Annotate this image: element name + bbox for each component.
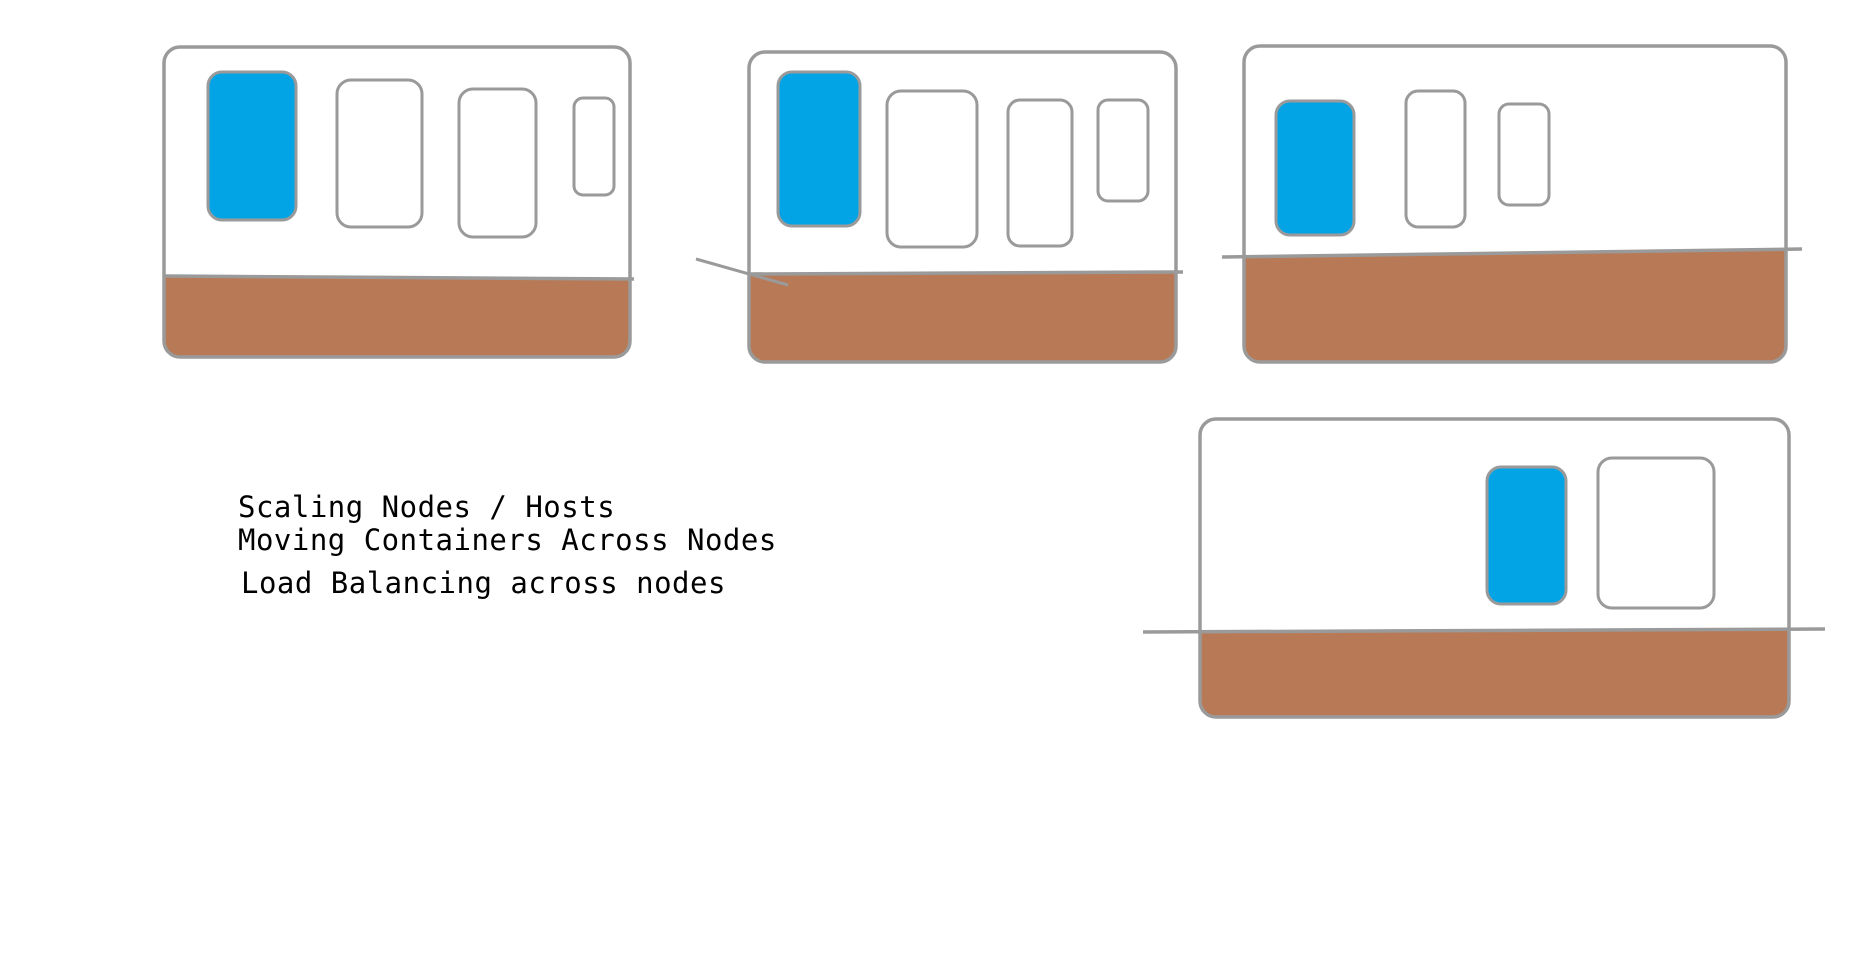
node-3-container-slot	[1404, 89, 1467, 229]
connector-line	[695, 257, 789, 287]
node-3-frame	[1242, 44, 1788, 364]
node-2-container-slot	[885, 89, 979, 249]
node-1	[162, 45, 635, 359]
node-4	[1142, 417, 1826, 719]
caption-scaling-nodes: Scaling Nodes / Hosts	[238, 490, 616, 524]
node-1-base	[164, 276, 630, 357]
node-1-container-slot	[457, 87, 538, 239]
node-1-container-slot	[572, 96, 616, 197]
node-2-active-container	[776, 70, 862, 228]
node-2-container-slot	[1006, 98, 1074, 248]
node-4-baseline	[1142, 627, 1826, 634]
node-4-frame	[1198, 417, 1791, 719]
node-4-base	[1200, 629, 1789, 717]
node-3-container-slot	[1497, 102, 1551, 207]
node-3	[1221, 44, 1803, 364]
node-3-base	[1244, 249, 1786, 362]
node-2-baseline	[748, 270, 1184, 276]
node-1-frame	[162, 45, 632, 359]
node-3-active-container	[1274, 99, 1356, 237]
node-2	[695, 50, 1184, 364]
node-1-container-slot	[335, 78, 424, 229]
caption-load-balancing: Load Balancing across nodes	[241, 566, 726, 600]
node-4-container-slot	[1596, 456, 1716, 610]
node-2-base	[749, 272, 1176, 362]
node-2-container-slot	[1096, 98, 1150, 203]
node-2-frame	[747, 50, 1178, 364]
node-3-baseline	[1221, 247, 1803, 259]
node-1-baseline	[163, 274, 635, 281]
caption-moving-containers: Moving Containers Across Nodes	[238, 523, 777, 557]
node-1-active-container	[206, 70, 298, 222]
node-4-active-container	[1485, 465, 1568, 606]
